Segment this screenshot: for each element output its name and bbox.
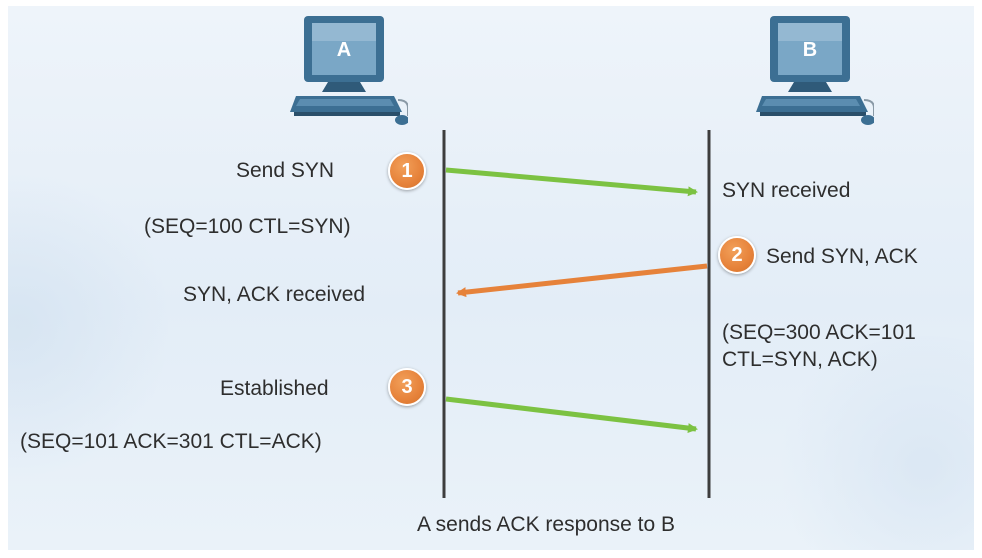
message-flow [442, 130, 711, 498]
arrow-syn-ack [456, 263, 708, 298]
step-2-badge: 2 [718, 236, 756, 274]
send-syn-ack-label: Send SYN, ACK [766, 245, 918, 268]
seq-syn-label: (SEQ=100 CTL=SYN) [144, 215, 351, 238]
host-a-computer: A [290, 16, 409, 128]
computer-icon [290, 16, 409, 125]
diagram-panel: A B 1 2 3 Send SYN (SEQ=100 CTL=SYN) SYN… [8, 6, 974, 550]
seq-syn-ack-label: (SEQ=300 ACK=101 CTL=SYN, ACK) [722, 321, 916, 371]
send-syn-label: Send SYN [236, 159, 335, 182]
computer-icon [756, 16, 875, 125]
step-3-badge: 3 [388, 368, 426, 406]
arrow-ack [445, 396, 698, 434]
host-a-label: A [336, 39, 352, 61]
seq-ack-label: (SEQ=101 ACK=301 CTL=ACK) [20, 430, 322, 453]
diagram-caption: A sends ACK response to B [417, 513, 675, 536]
host-b-label: B [802, 39, 818, 61]
syn-received-label: SYN received [722, 179, 851, 202]
established-label: Established [220, 377, 329, 400]
arrow-syn [445, 167, 698, 197]
syn-ack-received-label: SYN, ACK received [183, 283, 366, 306]
host-b-computer: B [756, 16, 875, 128]
step-1-badge: 1 [388, 152, 426, 190]
